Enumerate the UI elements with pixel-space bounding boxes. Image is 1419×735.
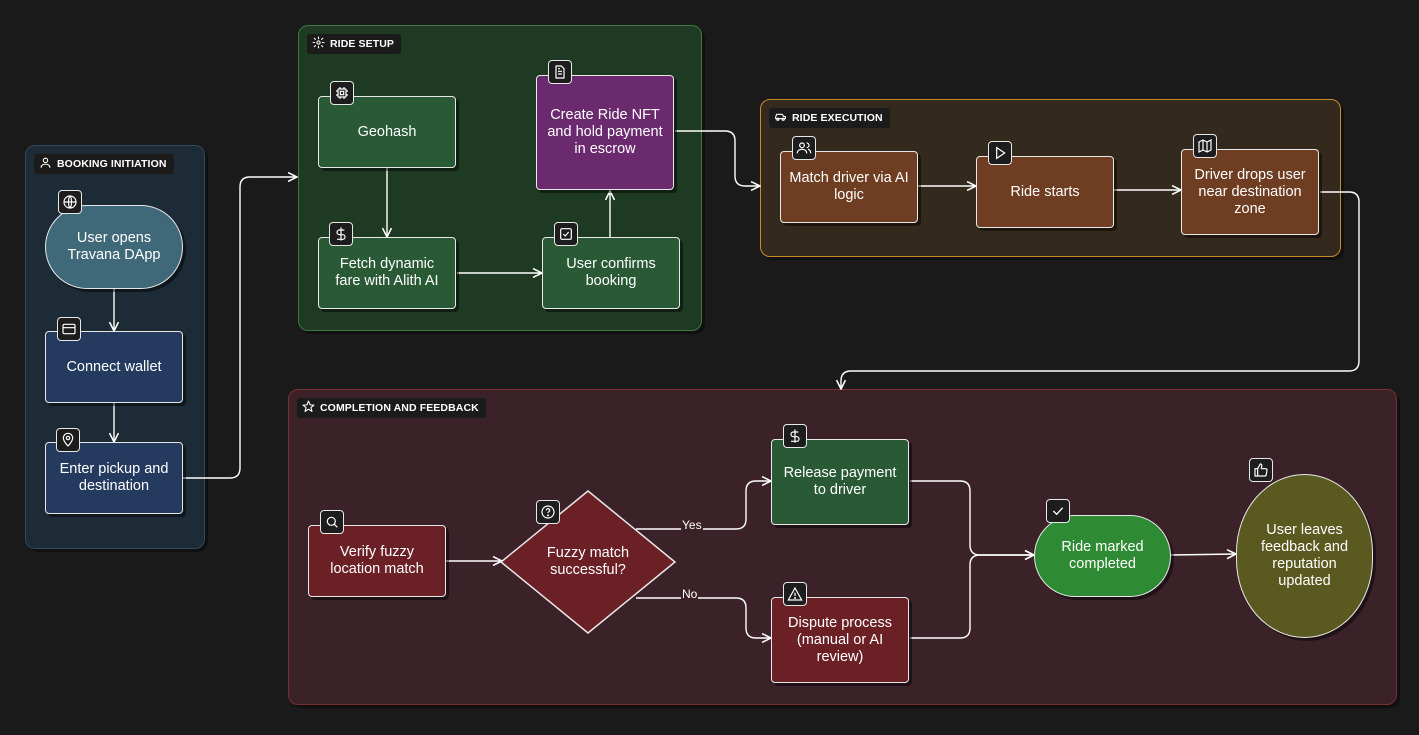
- node-ride-completed[interactable]: Ride marked completed: [1034, 515, 1171, 597]
- node-release-payment[interactable]: Release payment to driver: [771, 439, 909, 525]
- map-pin-icon: [56, 428, 80, 452]
- node-verify-match[interactable]: Verify fuzzy location match: [308, 525, 446, 597]
- warning-icon: [783, 582, 807, 606]
- checkbox-icon: [554, 222, 578, 246]
- play-icon: [988, 141, 1012, 165]
- cpu-icon: [330, 81, 354, 105]
- decision-diamond-shape: [499, 490, 677, 634]
- edge-label-yes: Yes: [681, 518, 703, 532]
- car-icon: [774, 110, 787, 126]
- node-fuzzy-decision[interactable]: Fuzzy match successful?: [499, 490, 677, 634]
- node-feedback[interactable]: User leaves feedback and reputation upda…: [1236, 474, 1373, 638]
- gear-icon: [312, 36, 325, 52]
- document-icon: [548, 60, 572, 84]
- node-connect-wallet[interactable]: Connect wallet: [45, 331, 183, 403]
- group-booking-label: BOOKING INITIATION: [34, 154, 174, 174]
- node-driver-drops[interactable]: Driver drops user near destination zone: [1181, 149, 1319, 235]
- group-completion-label: COMPLETION AND FEEDBACK: [297, 398, 486, 418]
- user-icon: [39, 156, 52, 172]
- check-icon: [1046, 499, 1070, 523]
- question-icon: [536, 500, 560, 524]
- node-ride-starts[interactable]: Ride starts: [976, 156, 1114, 228]
- node-open-dapp[interactable]: User opens Travana DApp: [45, 205, 183, 289]
- star-icon: [302, 400, 315, 416]
- node-match-driver[interactable]: Match driver via AI logic: [780, 151, 918, 223]
- globe-icon: [58, 190, 82, 214]
- search-icon: [320, 510, 344, 534]
- credit-card-icon: [57, 317, 81, 341]
- node-enter-pickup[interactable]: Enter pickup and destination: [45, 442, 183, 514]
- node-create-nft[interactable]: Create Ride NFT and hold payment in escr…: [536, 75, 674, 190]
- decision-text: Fuzzy match successful?: [546, 545, 630, 578]
- node-confirm-booking[interactable]: User confirms booking: [542, 237, 680, 309]
- dollar-icon: [329, 222, 353, 246]
- dollar-icon: [783, 424, 807, 448]
- node-fetch-fare[interactable]: Fetch dynamic fare with Alith AI: [318, 237, 456, 309]
- map-icon: [1193, 134, 1217, 158]
- users-icon: [792, 136, 816, 160]
- thumbs-up-icon: [1249, 458, 1273, 482]
- group-execution-label: RIDE EXECUTION: [769, 108, 890, 128]
- edge-label-no: No: [681, 587, 699, 601]
- group-setup-label: RIDE SETUP: [307, 34, 402, 54]
- node-geohash[interactable]: Geohash: [318, 96, 456, 168]
- node-dispute[interactable]: Dispute process (manual or AI review): [771, 597, 909, 683]
